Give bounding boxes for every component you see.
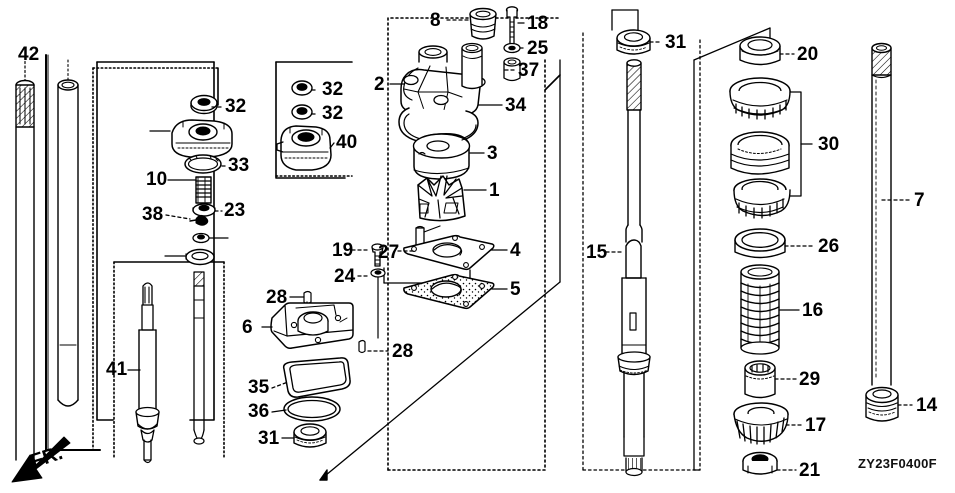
callout-17[interactable]: 17	[805, 415, 827, 436]
callout-3[interactable]: 3	[487, 143, 498, 164]
callout-30[interactable]: 30	[818, 134, 840, 155]
callout-42[interactable]: 42	[18, 44, 40, 65]
callout-35[interactable]: 35	[248, 377, 270, 398]
callout-14[interactable]: 14	[916, 395, 938, 416]
callout-41[interactable]: 41	[106, 359, 128, 380]
callout-25[interactable]: 25	[527, 38, 549, 59]
callout-29[interactable]: 29	[799, 369, 821, 390]
callout-33[interactable]: 33	[228, 155, 250, 176]
callout-32-c[interactable]: 32	[322, 103, 344, 124]
callout-26[interactable]: 26	[818, 236, 840, 257]
callout-27[interactable]: 27	[378, 242, 400, 263]
callout-1[interactable]: 1	[489, 180, 500, 201]
callout-7[interactable]: 7	[914, 190, 925, 211]
callout-24[interactable]: 24	[334, 266, 356, 287]
callout-32-b[interactable]: 32	[322, 79, 344, 100]
callout-32-a[interactable]: 32	[225, 96, 247, 117]
callout-4[interactable]: 4	[510, 240, 521, 261]
callout-34[interactable]: 34	[505, 95, 527, 116]
callout-37[interactable]: 37	[518, 60, 540, 81]
callout-28-b[interactable]: 28	[392, 341, 414, 362]
callout-23[interactable]: 23	[224, 200, 246, 221]
callout-21[interactable]: 21	[799, 460, 821, 481]
callout-6[interactable]: 6	[242, 317, 253, 338]
callout-2[interactable]: 2	[374, 74, 385, 95]
callout-18[interactable]: 18	[527, 13, 549, 34]
callout-10[interactable]: 10	[146, 169, 168, 190]
callout-5[interactable]: 5	[510, 279, 521, 300]
callout-19[interactable]: 19	[332, 240, 354, 261]
callout-28-a[interactable]: 28	[266, 287, 288, 308]
callout-31-lower[interactable]: 31	[258, 428, 280, 449]
callout-8[interactable]: 8	[430, 10, 441, 31]
callout-20[interactable]: 20	[797, 44, 819, 65]
callout-38[interactable]: 38	[142, 204, 164, 225]
front-direction-arrow	[11, 436, 71, 483]
callout-36[interactable]: 36	[248, 401, 270, 422]
callout-16[interactable]: 16	[802, 300, 824, 321]
callout-40[interactable]: 40	[336, 132, 358, 153]
callout-31-upper[interactable]: 31	[665, 32, 687, 53]
callout-15[interactable]: 15	[586, 242, 608, 263]
diagram-code: ZY23F0400F	[858, 456, 937, 471]
